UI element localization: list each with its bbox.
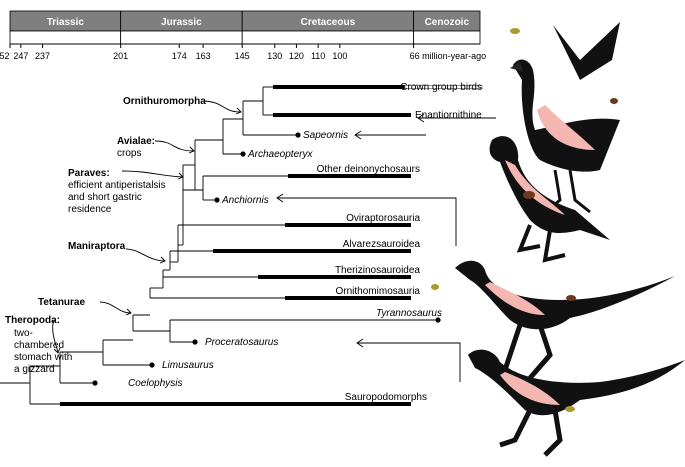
period-label: Triassic: [47, 17, 85, 28]
period-band-lower: [120, 30, 243, 45]
axis-tick-label: 174: [172, 51, 187, 61]
axis-tick-label: 252: [0, 51, 10, 61]
axis-tick-label: 110: [311, 51, 325, 61]
axis-tick-label: 237: [35, 51, 50, 61]
range-bar: [60, 402, 411, 406]
axis-tick-label: 66 million-year-ago: [410, 51, 487, 61]
fossil-tip-dot: [240, 151, 246, 157]
clade-annotations: Ornithuromorpha Avialae: crops Paraves: …: [5, 96, 496, 382]
range-bar: [285, 296, 411, 300]
proceratosaurus-skeleton-illustration: [431, 260, 675, 380]
taxon-label: Therizinosauroidea: [335, 265, 420, 276]
range-bar: [285, 223, 411, 227]
specimen-arrows: [276, 113, 496, 382]
phylogenetic-tree: [0, 85, 483, 406]
taxon-label: Oviraptorosauria: [346, 213, 420, 224]
taxon-label: Tyrannosaurus: [376, 308, 442, 319]
taxon-labels: Crown group birds Enantiornithine Sapeor…: [128, 82, 482, 403]
taxon-label: Other deinonychosaurs: [317, 164, 420, 175]
axis-tick-label: 145: [235, 51, 250, 61]
range-bar: [258, 275, 411, 279]
clade-avialae-note: crops: [117, 148, 141, 159]
extant-range-bar: [404, 85, 483, 89]
taxon-label: Limusaurus: [162, 360, 214, 371]
taxon-label: Anchiornis: [221, 195, 269, 206]
taxon-label: Crown group birds: [400, 82, 482, 93]
period-label: Cretaceous: [301, 17, 356, 28]
coelophysis-skeleton-illustration: [468, 349, 685, 457]
period-band-lower: [241, 30, 415, 45]
range-bar: [288, 174, 411, 178]
axis-tick-label: 100: [332, 51, 347, 61]
taxon-label: Sauropodomorphs: [345, 392, 427, 403]
taxon-label: Ornithomimosauria: [336, 286, 421, 297]
fossil-tip-dot: [295, 132, 301, 138]
axis-tick-label: 163: [196, 51, 211, 61]
period-label: Cenozoic: [425, 17, 470, 28]
axis-tick-label: 247: [13, 51, 28, 61]
period-band-lower: [413, 30, 481, 45]
taxon-label: Sapeornis: [303, 130, 348, 141]
clade-ornithuromorpha: Ornithuromorpha: [123, 96, 206, 107]
taxon-label: Archaeopteryx: [247, 149, 313, 160]
dinosaur-illustrations: [431, 22, 685, 457]
clade-tetanurae: Tetanurae: [38, 297, 85, 308]
axis-tick-label: 201: [113, 51, 128, 61]
geologic-timescale: Triassic Jurassic Cretaceous Cenozoic 252247…: [0, 10, 487, 61]
clade-paraves: Paraves:: [68, 168, 110, 179]
range-bar: [273, 85, 405, 89]
taxon-label: Proceratosaurus: [205, 337, 278, 348]
axis-tick-label: 120: [289, 51, 304, 61]
period-band-lower: [9, 30, 122, 45]
fossil-tip-dot: [92, 380, 98, 386]
axis-tick-label: 130: [267, 51, 282, 61]
fossil-tip-dot: [214, 197, 220, 203]
range-bar: [213, 249, 411, 253]
taxon-label: Alvarezsauroidea: [343, 239, 421, 250]
period-label: Jurassic: [161, 17, 202, 28]
fossil-tip-dot: [435, 317, 441, 323]
fossil-tip-dot: [149, 362, 155, 368]
taxon-label: Coelophysis: [128, 378, 182, 389]
fossil-tip-dot: [192, 339, 198, 345]
taxon-label: Enantiornithine: [415, 110, 482, 121]
bird-skeleton-illustration: [510, 22, 620, 214]
clade-arrows: [52, 100, 242, 354]
clade-theropoda: Theropoda:: [5, 315, 60, 326]
range-bar: [273, 113, 411, 117]
anchiornis-skeleton-illustration: [489, 136, 610, 263]
clade-maniraptora: Maniraptora: [68, 241, 126, 252]
clade-avialae: Avialae:: [117, 136, 155, 147]
